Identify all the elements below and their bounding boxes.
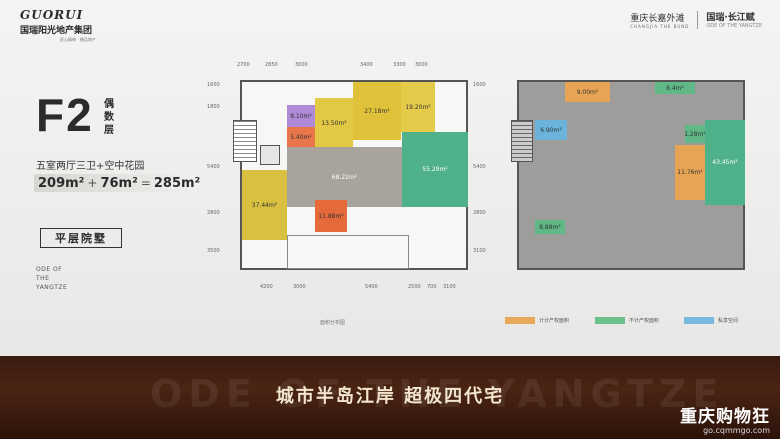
legend-1: 计计产权面积 (505, 315, 569, 325)
watermark: 重庆购物狂 go.cqmmgo.com (680, 402, 770, 435)
room-right-garden-small: 6.4m² (655, 82, 695, 94)
room-right-terrace: 1.28m² (684, 125, 706, 143)
brand1-cn: 重庆长嘉外滩 (630, 13, 685, 24)
logo-tag: 匠心精神 · 臻品地产 (60, 37, 96, 42)
ode-text: ODE OF THE YANGTZE (36, 265, 67, 292)
dim-left-3: 5400 (207, 164, 220, 170)
dim-top-6: 3000 (415, 62, 428, 68)
layout-description: 五室两厅三卫+空中花园 (36, 161, 145, 172)
brand2-cn: 国瑞·长江赋 (706, 13, 755, 23)
brand1-en: CHANGJIA THE BUND (630, 23, 690, 29)
room-bedroom-3: 37.44m² (242, 170, 287, 240)
project-brand: 重庆长嘉外滩 CHANGJIA THE BUND 国瑞·长江赋 ODE OF T… (630, 10, 762, 29)
balcony-bottom (287, 235, 409, 269)
slogan: 城市半岛江岸 超极四代宅 (275, 386, 505, 407)
dim-top-3: 3000 (295, 62, 308, 68)
legend-swatch-2 (595, 316, 625, 324)
room-right-kitchen: 11.76m² (675, 145, 705, 200)
dim-bottom-6: 3100 (443, 284, 456, 290)
watermark-url: go.cqmmgo.com (703, 426, 770, 435)
legend-swatch-1 (505, 316, 535, 324)
dim-right-1: 1600 (473, 82, 486, 88)
dim-bottom-1: 4200 (260, 284, 273, 290)
ode-line-3: YANGTZE (36, 284, 68, 291)
dim-bottom-3: 5400 (365, 284, 378, 290)
dim-right-4: 3100 (473, 248, 486, 254)
dim-top-1: 2700 (237, 62, 250, 68)
unit-model: F2 (36, 89, 94, 141)
stairs (233, 120, 257, 162)
ode-line-1: ODE OF (36, 266, 63, 273)
floor-tag: 偶数层 (104, 99, 114, 136)
room-right-garden: 43.45m² (705, 120, 745, 205)
legend-label-1: 计计产权面积 (539, 317, 570, 324)
plus-sign: + (87, 176, 98, 190)
legend-label-2: 不计产权面积 (629, 317, 660, 324)
watermark-title: 重庆购物狂 (680, 407, 770, 427)
plan-caption: 面积分布图 (320, 320, 346, 326)
dim-right-3: 2800 (473, 210, 486, 216)
logo-en: GUORUI (20, 8, 84, 22)
slogan-band: ODE OF THE YANGTZE (0, 356, 780, 439)
ode-line-2: THE (36, 275, 50, 282)
room-garden: 55.29m² (402, 132, 468, 207)
legend-2: 不计产权面积 (595, 315, 659, 325)
room-right-private: 6.90m² (535, 120, 567, 140)
area-total: 285m² (153, 175, 201, 191)
room-bedroom-1: 13.50m² (315, 98, 353, 148)
developer-logo: GUORUI 国瑞阳光地产集团 匠心精神 · 臻品地产 (20, 8, 96, 43)
dim-top-5: 3300 (393, 62, 406, 68)
dim-top-4: 3400 (360, 62, 373, 68)
dim-left-1: 1600 (207, 82, 220, 88)
elevator (260, 145, 280, 165)
logo-cn: 国瑞阳光地产集团 (20, 26, 93, 36)
legend-swatch-3 (684, 316, 714, 324)
brand-divider (697, 10, 699, 29)
floorplan-right: 9.00m² 6.4m² 6.90m² 1.28m² 43.45m² 11.76… (505, 80, 750, 300)
brand2-sub: ODE OF THE YANGTZE (706, 23, 762, 29)
dim-left-2: 1800 (207, 104, 220, 110)
dim-bottom-4: 2500 (408, 284, 421, 290)
band-bg-text: ODE OF THE YANGTZE (150, 372, 725, 416)
room-living: 68.22m² (287, 147, 402, 207)
area-built: 209m² (38, 175, 85, 191)
room-right-bath: 9.00m² (565, 82, 610, 102)
stairs-right (511, 120, 533, 162)
room-bedroom-2: 19.20m² (401, 82, 435, 132)
area-garden: 76m² (100, 175, 138, 191)
dim-right-2: 5400 (473, 164, 486, 170)
dim-bottom-5: 700 (427, 284, 437, 290)
legend-3: 私享空间 (684, 315, 738, 325)
room-bath-1: 8.10m² (287, 105, 315, 127)
room-bath-2: 5.40m² (287, 127, 315, 147)
area-formula: 209m² + 76m² = 285m² (34, 174, 201, 192)
dim-left-4: 2800 (207, 210, 220, 216)
room-master: 27.18m² (353, 82, 401, 140)
equals-sign: = (140, 176, 151, 190)
floorplan-left: 2700 2850 3000 3400 3300 3000 1600 1800 … (207, 60, 486, 300)
room-right-balcony: 8.88m² (535, 220, 565, 234)
dim-left-5: 3500 (207, 248, 220, 254)
room-kitchen: 11.88m² (315, 200, 347, 232)
dim-top-2: 2850 (265, 62, 278, 68)
legend-label-3: 私享空间 (718, 317, 739, 324)
dim-bottom-2: 3000 (293, 284, 306, 290)
brand-changjia: 重庆长嘉外滩 CHANGJIA THE BUND (630, 11, 689, 29)
brand-guorui: 国瑞·长江赋 ODE OF THE YANGTZE (706, 10, 762, 29)
villa-tag: 平层院墅 (40, 228, 122, 248)
